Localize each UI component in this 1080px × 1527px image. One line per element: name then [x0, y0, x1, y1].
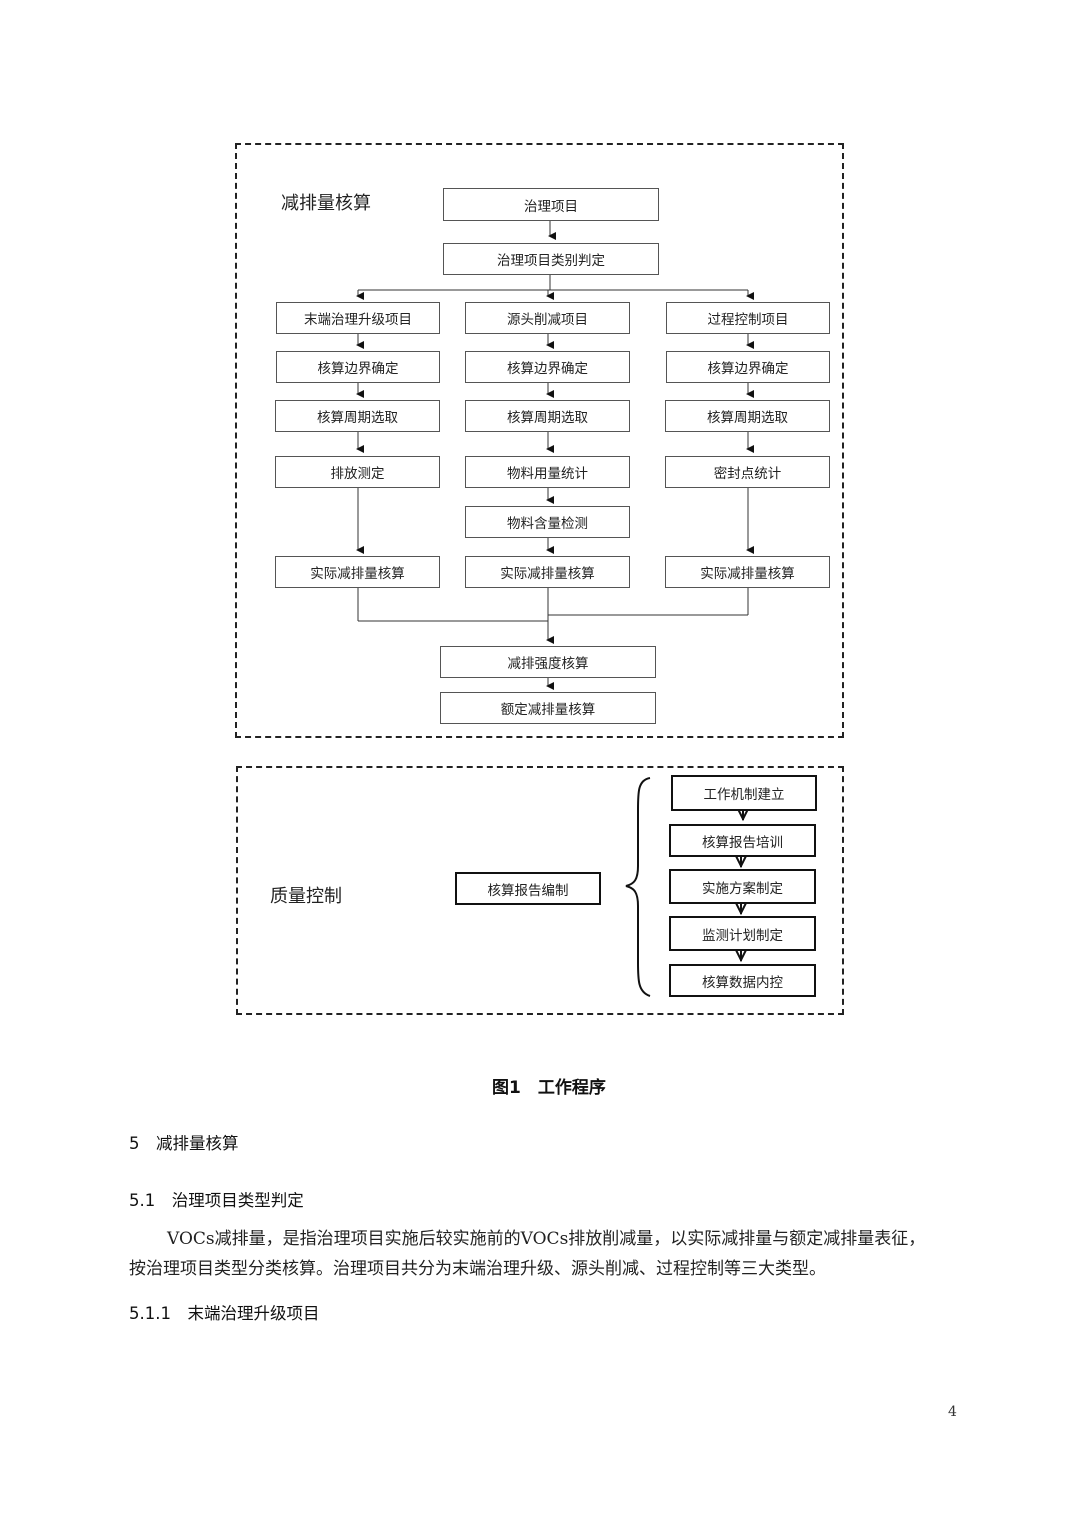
flow-box-report-compilation: 核算报告编制 [455, 872, 601, 905]
page-number: 4 [948, 1404, 957, 1420]
body-paragraph-line: 按治理项目类型分类核算。治理项目共分为末端治理升级、源头削减、过程控制等三大类型… [129, 1259, 826, 1279]
section-heading-5-1: 5.1 治理项目类型判定 [129, 1191, 304, 1210]
flow-box-column2-step: 核算边界确定 [465, 351, 630, 383]
flow-box-column3-header: 过程控制项目 [666, 302, 830, 334]
reduction-accounting-frame [235, 143, 844, 738]
qc-chain-box: 工作机制建立 [671, 775, 817, 811]
flow-box-column3-step: 核算周期选取 [665, 400, 830, 432]
flow-box-column2-result: 实际减排量核算 [465, 556, 630, 588]
flow-box-column2-header: 源头削减项目 [465, 302, 630, 334]
body-paragraph-line: VOCs减排量，是指治理项目实施后较实施前的VOCs排放削减量，以实际减排量与额… [167, 1229, 926, 1249]
section-heading-5-1-1: 5.1.1 末端治理升级项目 [129, 1304, 320, 1323]
flow-box-column3-step: 密封点统计 [665, 456, 830, 488]
qc-chain-box: 实施方案制定 [669, 869, 816, 904]
flow-box-column1-result: 实际减排量核算 [275, 556, 440, 588]
body-paragraph: VOCs减排量，是指治理项目实施后较实施前的VOCs排放削减量，以实际减排量与额… [129, 1224, 979, 1284]
section-heading-5: 5 减排量核算 [129, 1134, 239, 1153]
flow-box-governance-project: 治理项目 [443, 188, 659, 221]
flow-box-column1-step: 核算周期选取 [275, 400, 440, 432]
qc-chain-box: 核算报告培训 [669, 824, 816, 857]
flow-box-column1-step: 核算边界确定 [276, 351, 440, 383]
flow-box-column2-step: 核算周期选取 [465, 400, 630, 432]
flow-box-column1-step: 排放测定 [275, 456, 440, 488]
flow-box-column2-step: 物料含量检测 [465, 506, 630, 538]
flow-box-column3-result: 实际减排量核算 [665, 556, 830, 588]
flow-box-column1-header: 末端治理升级项目 [276, 302, 440, 334]
flow-box-rated-reduction: 额定减排量核算 [440, 692, 656, 724]
flow-box-column3-step: 核算边界确定 [666, 351, 830, 383]
figure-caption: 图1 工作程序 [492, 1078, 606, 1098]
flow-box-project-type-determination: 治理项目类别判定 [443, 243, 659, 275]
reduction-accounting-title: 减排量核算 [281, 193, 371, 214]
flow-box-column2-step: 物料用量统计 [465, 456, 630, 488]
quality-control-title: 质量控制 [270, 886, 342, 907]
qc-chain-box: 核算数据内控 [669, 964, 816, 997]
flow-box-reduction-intensity: 减排强度核算 [440, 646, 656, 678]
quality-control-frame [236, 766, 844, 1015]
qc-chain-box: 监测计划制定 [669, 916, 816, 951]
